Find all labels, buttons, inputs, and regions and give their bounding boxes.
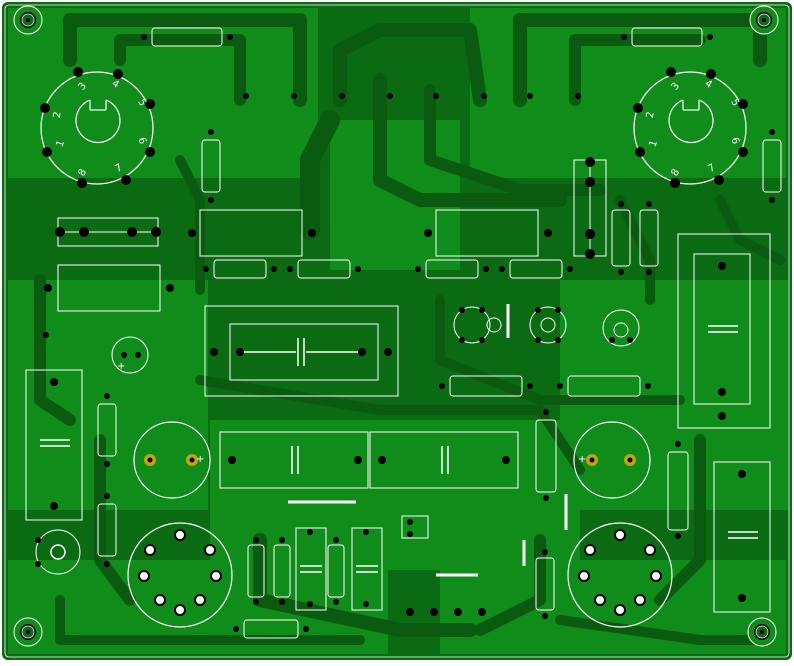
noval-socket-right <box>567 522 673 628</box>
header-pads <box>406 608 486 616</box>
top-header-pads <box>243 93 581 99</box>
led-indicator-icon <box>35 529 81 575</box>
electrolytic-capacitors <box>43 332 651 499</box>
board-outline <box>4 4 790 658</box>
resistors <box>97 27 782 639</box>
jumper-wires <box>288 304 568 577</box>
mounting-hole-icon <box>13 5 43 35</box>
trimmer-pots <box>453 306 640 347</box>
copper-traces <box>34 13 785 645</box>
octal-socket-right <box>633 67 748 188</box>
octal-socket-left <box>40 67 155 188</box>
mounting-holes <box>13 5 779 647</box>
capacitor-symbols <box>40 325 758 573</box>
resistor-pads <box>104 34 775 632</box>
mounting-hole-icon <box>749 5 779 35</box>
mounting-hole-icon <box>13 617 43 647</box>
capacitors <box>25 209 771 613</box>
noval-socket-left <box>127 522 233 628</box>
mounting-hole-icon <box>747 617 777 647</box>
